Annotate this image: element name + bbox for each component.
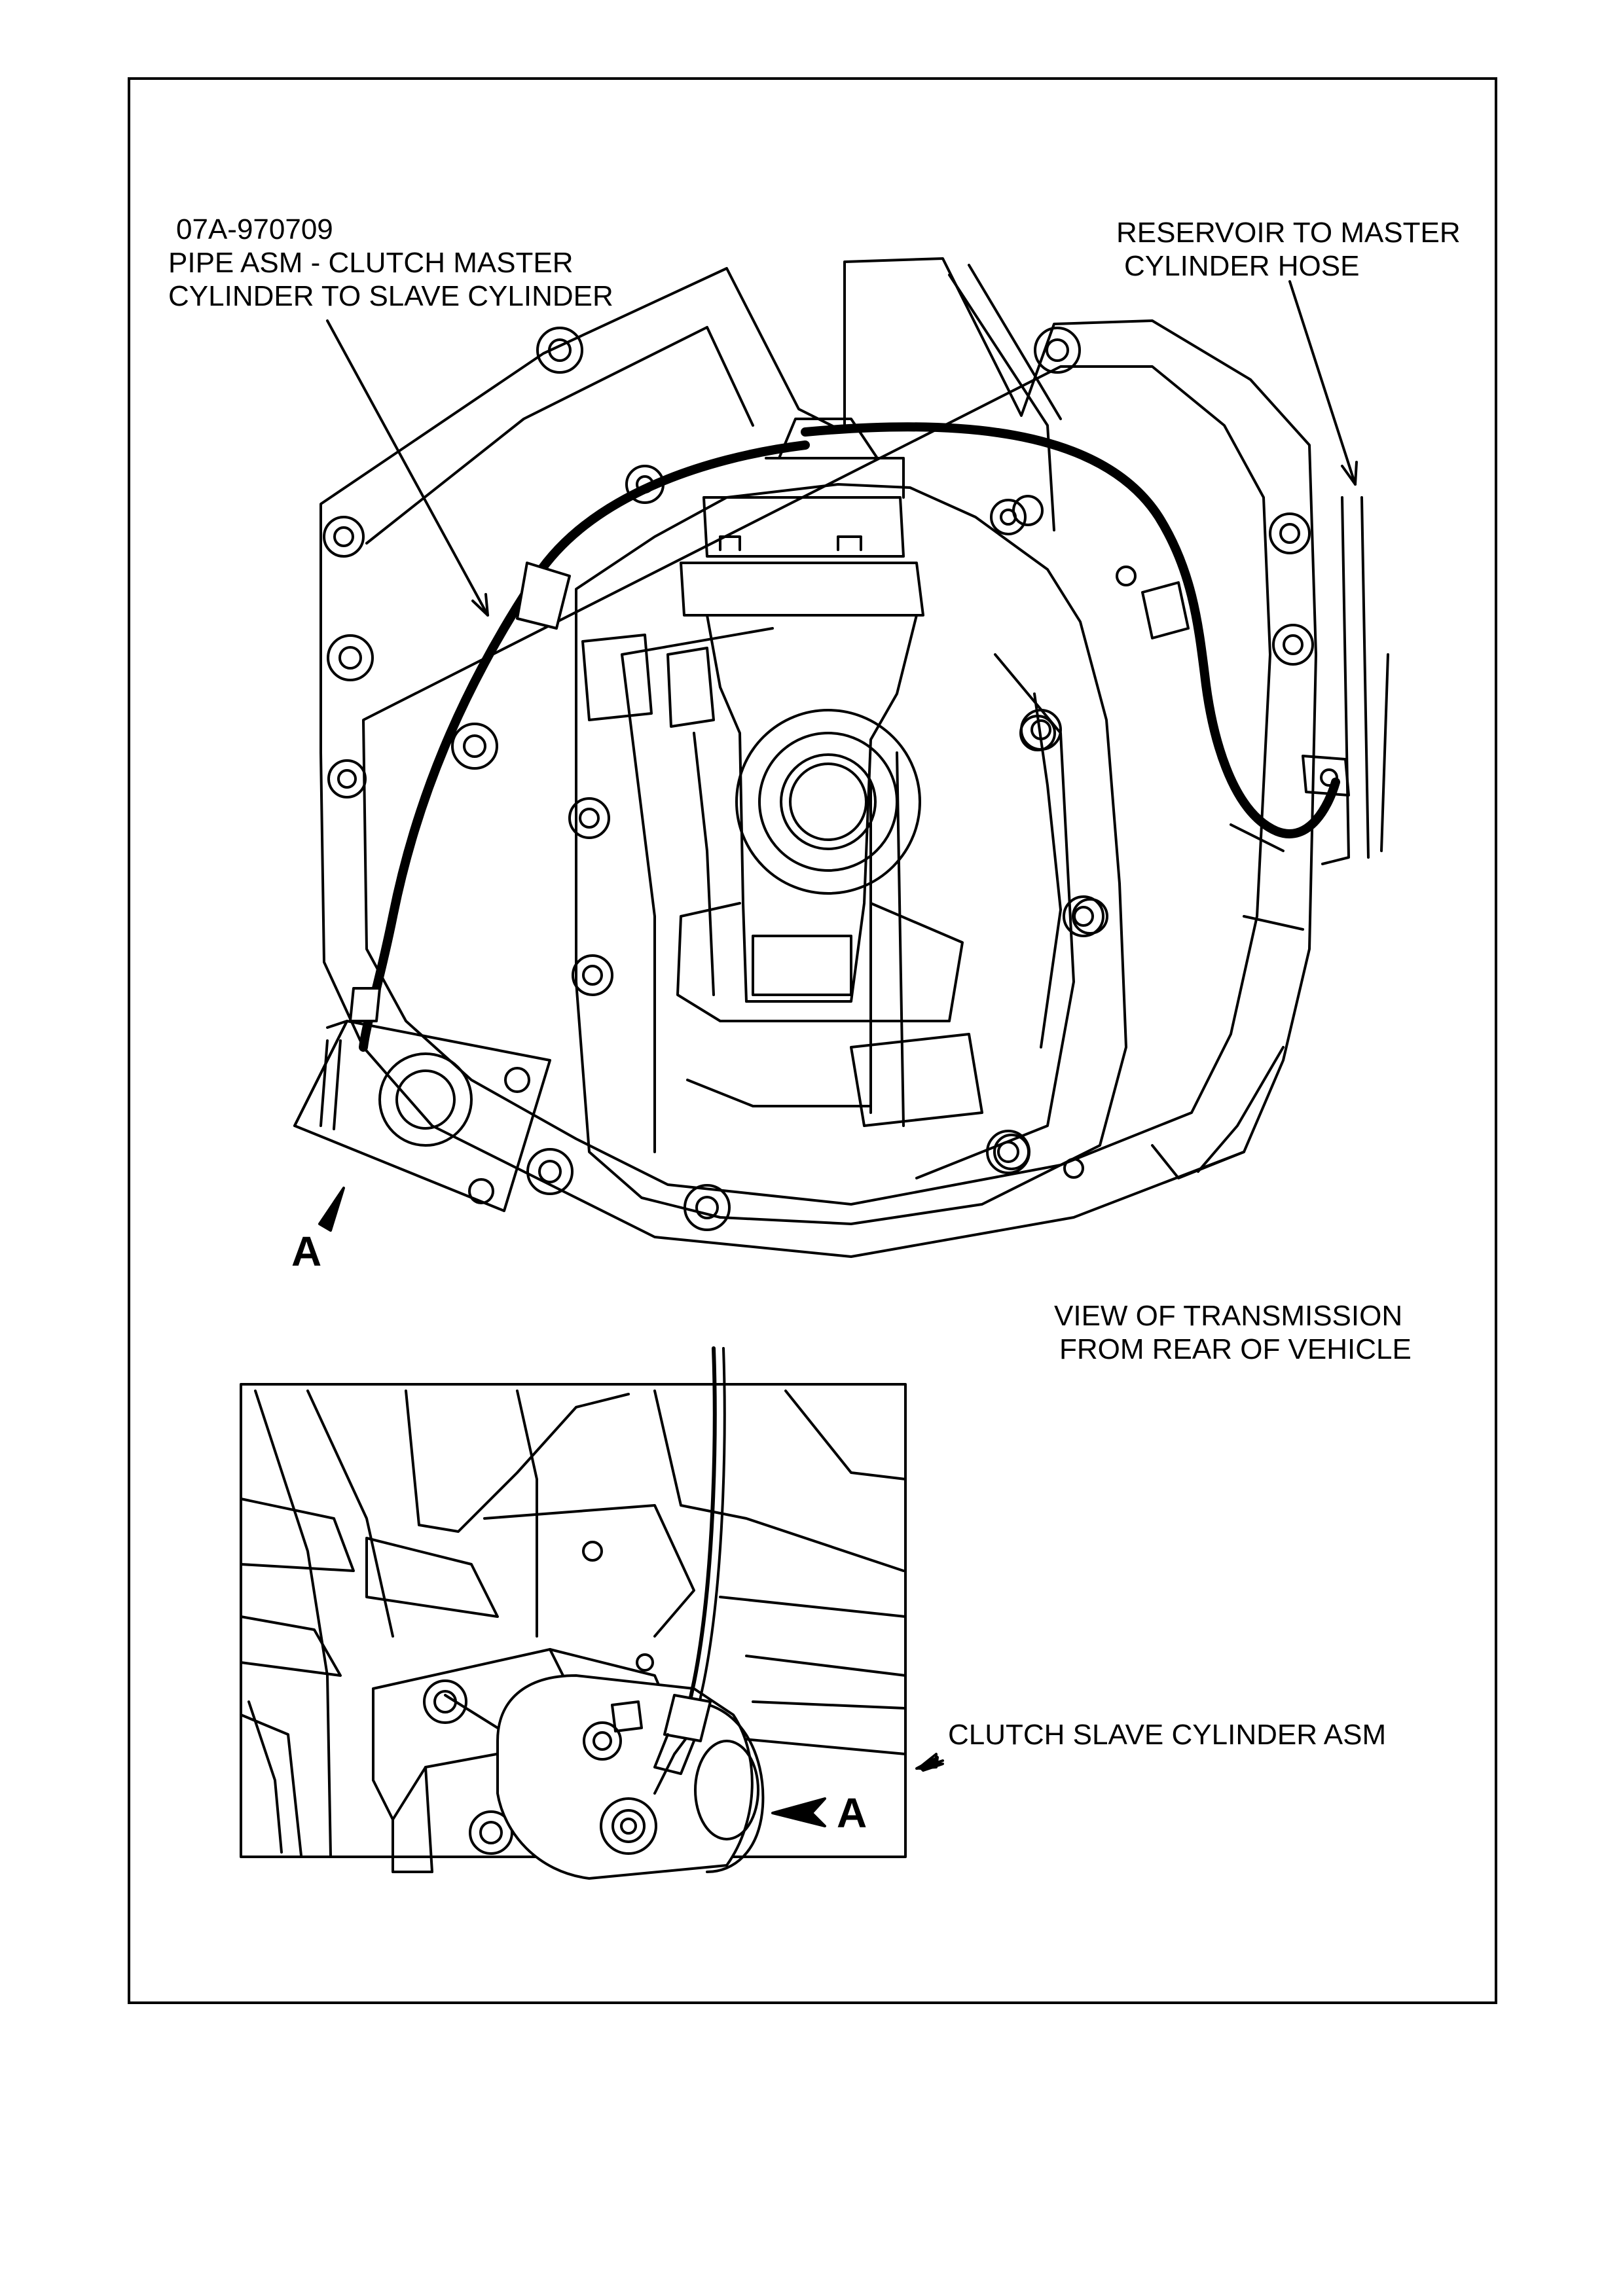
callout-a-arrow-top	[319, 1188, 344, 1230]
reservoir-label-line2: CYLINDER HOSE	[1116, 249, 1461, 283]
output-shaft-housing	[583, 419, 962, 1021]
pipe-part-number: 07A-970709	[168, 213, 613, 246]
view-caption-line2: FROM REAR OF VEHICLE	[1054, 1333, 1412, 1366]
transmission-case	[576, 484, 1126, 1224]
callout-a-arrow-detail	[773, 1799, 825, 1826]
reservoir-hose-lines	[949, 265, 1388, 864]
slave-cylinder-label: CLUTCH SLAVE CYLINDER ASM	[948, 1718, 1386, 1751]
housing-bolts	[994, 496, 1107, 1169]
reservoir-hose	[805, 427, 1336, 834]
pipe-label-line2: CYLINDER TO SLAVE CYLINDER	[168, 279, 613, 313]
clutch-pipe-detail	[684, 1348, 715, 1728]
reservoir-label-line1: RESERVOIR TO MASTER	[1116, 216, 1461, 249]
pipe-label-line1: PIPE ASM - CLUTCH MASTER	[168, 246, 613, 279]
view-caption: VIEW OF TRANSMISSION FROM REAR OF VEHICL…	[1054, 1299, 1412, 1366]
callout-a-top: A	[291, 1230, 321, 1272]
hose-connector-right	[1142, 583, 1188, 638]
view-caption-line1: VIEW OF TRANSMISSION	[1054, 1299, 1412, 1333]
reservoir-label: RESERVOIR TO MASTER CYLINDER HOSE	[1116, 216, 1461, 283]
pipe-label: 07A-970709 PIPE ASM - CLUTCH MASTER CYLI…	[168, 213, 613, 313]
callout-a-detail: A	[837, 1792, 867, 1834]
leader-lines	[327, 281, 1357, 615]
